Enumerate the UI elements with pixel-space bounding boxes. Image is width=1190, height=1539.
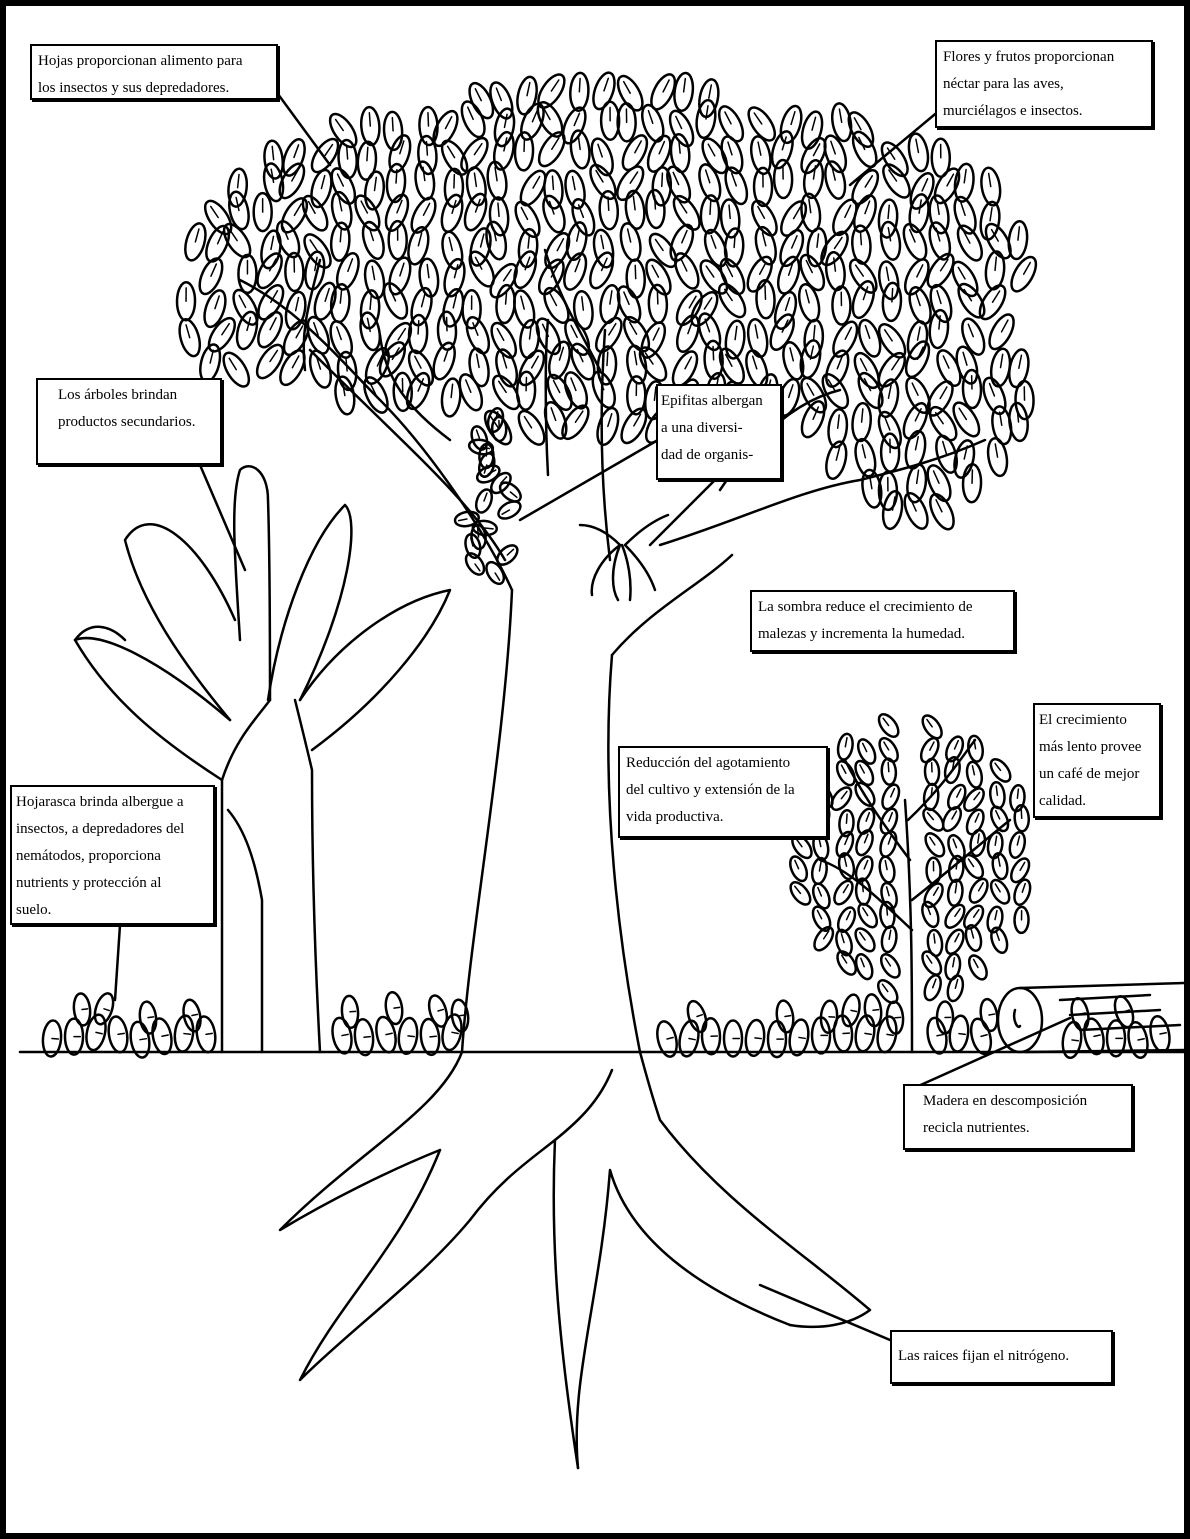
label-roots: Las raices fijan el nitrógeno.: [890, 1330, 1113, 1384]
tree-canopy: [176, 70, 1041, 533]
banana-plant: [75, 466, 450, 1052]
label-wood: Madera en descomposición recicla nutrien…: [903, 1084, 1133, 1150]
label-litter: Hojarasca brinda albergue a insectos, a …: [10, 785, 215, 925]
label-flowers: Flores y frutos proporcionan néctar para…: [935, 40, 1153, 128]
tree-roots: [280, 1052, 870, 1468]
label-epiphytes: Epifitas albergan a una diversi- dad de …: [656, 384, 782, 480]
label-secondary-products: Los árboles brindan productos secundario…: [36, 378, 222, 465]
label-leaves: Hojas proporcionan alimento para los ins…: [30, 44, 278, 100]
label-reduction: Reducción del agotamiento del cultivo y …: [618, 746, 828, 838]
epiphyte-orchid: [454, 407, 524, 587]
epiphyte-bromeliad: [580, 515, 668, 600]
label-shade: La sombra reduce el crecimiento de malez…: [750, 590, 1015, 652]
label-slow-growth: El crecimiento más lento provee un café …: [1033, 703, 1161, 818]
